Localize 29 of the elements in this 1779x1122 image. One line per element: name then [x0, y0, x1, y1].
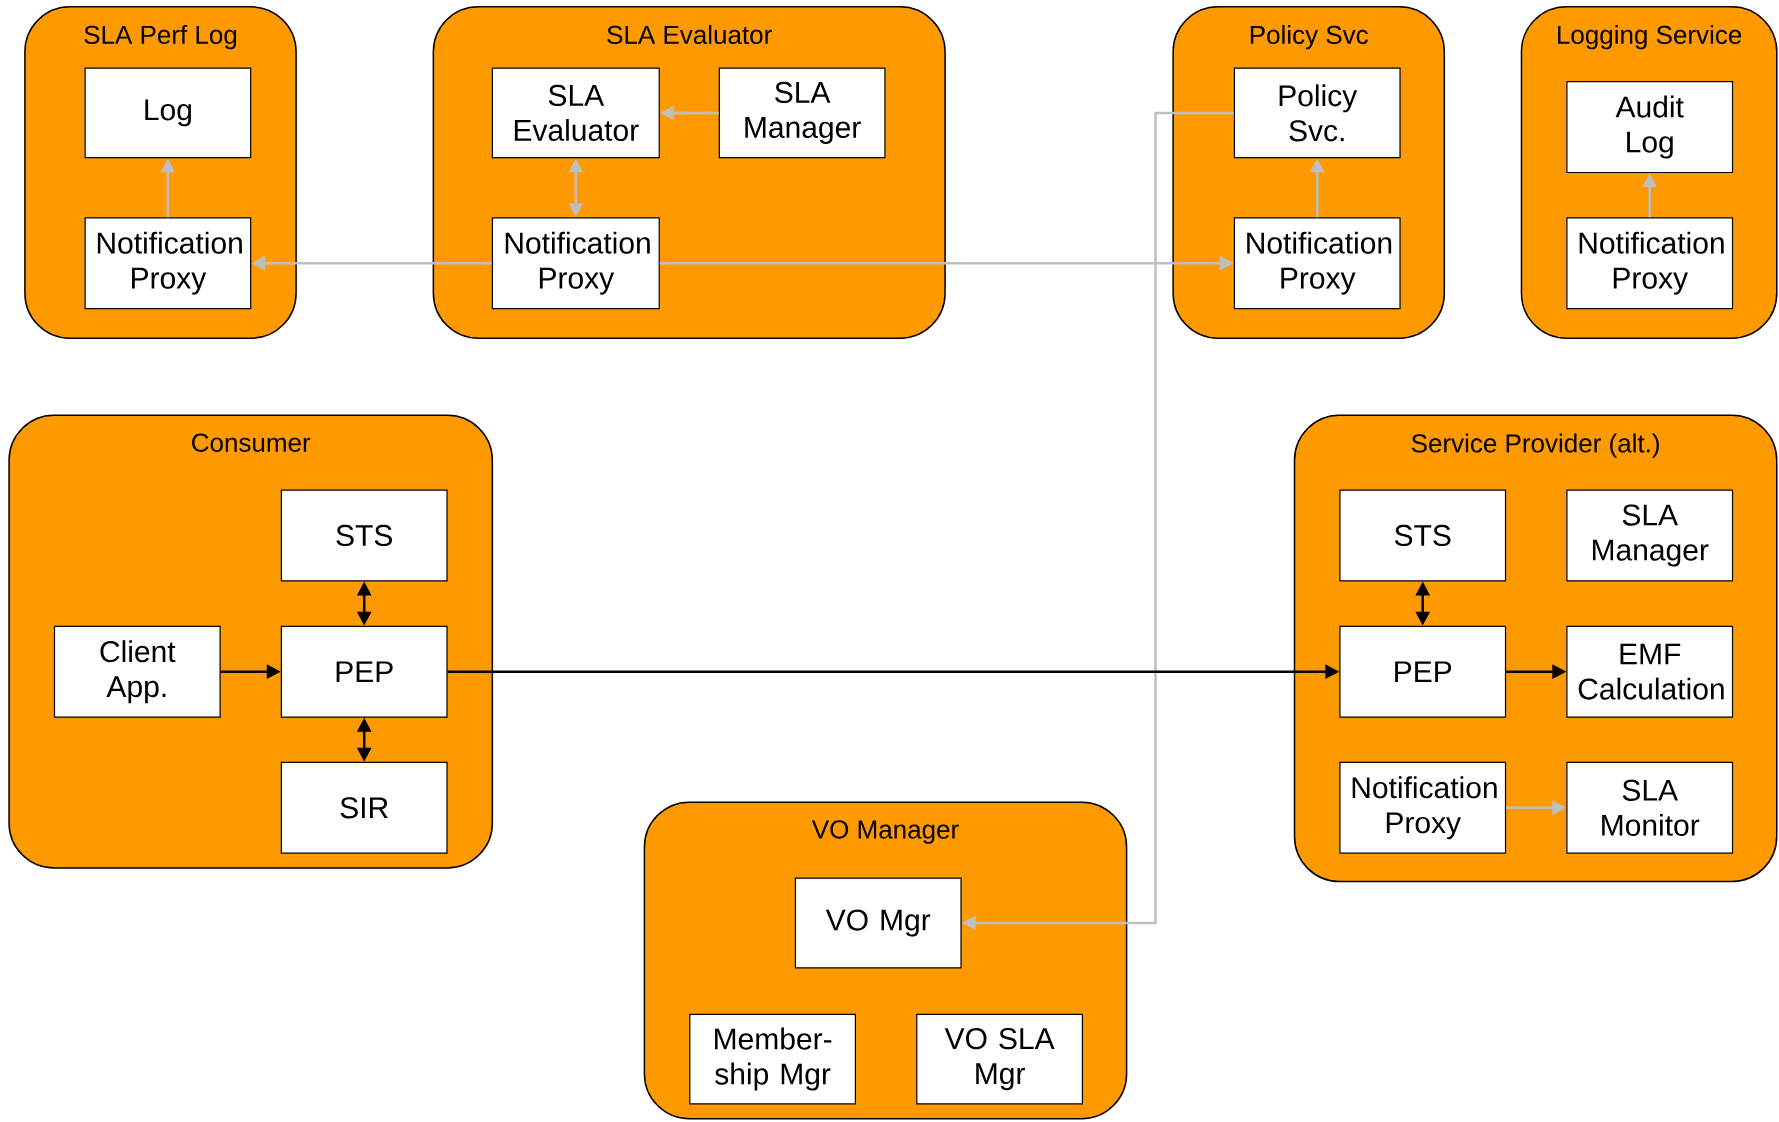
component-box: Log [84, 67, 252, 159]
container-title: Policy Svc [1250, 25, 1368, 50]
component-box: EMF Calculation [1566, 625, 1734, 718]
container-title: SLA Perf Log [84, 25, 237, 50]
component-box: SLA Monitor [1566, 761, 1734, 854]
component-box: Notification Proxy [491, 217, 660, 310]
component-box: Member- ship Mgr [689, 1013, 856, 1105]
component-box: Notification Proxy [1233, 217, 1401, 310]
container-title: SLA Evaluator [607, 25, 772, 45]
component-box: SLA Evaluator [491, 67, 660, 159]
component-box: Notification Proxy [1339, 761, 1507, 854]
container-title: VO Manager [811, 820, 959, 844]
component-box: STS [1339, 489, 1507, 582]
component-box: VO SLA Mgr [916, 1013, 1083, 1105]
component-box: Client App. [53, 625, 221, 718]
component-box: SLA Manager [1566, 489, 1734, 582]
component-box: VO Mgr [794, 877, 962, 969]
component-box: Notification Proxy [1566, 217, 1734, 310]
container-title: Consumer [192, 433, 311, 452]
component-box: PEP [280, 625, 448, 718]
component-box: STS [280, 489, 448, 582]
container-title: Logging Service [1558, 25, 1742, 50]
component-box: SIR [280, 761, 448, 854]
component-box: SLA Manager [718, 67, 886, 159]
component-box: Policy Svc. [1233, 67, 1401, 159]
container-title: Service Provider (alt.) [1411, 433, 1659, 458]
component-box: PEP [1339, 625, 1507, 718]
component-box: Notification Proxy [84, 217, 252, 310]
component-box: Audit Log [1566, 81, 1734, 174]
